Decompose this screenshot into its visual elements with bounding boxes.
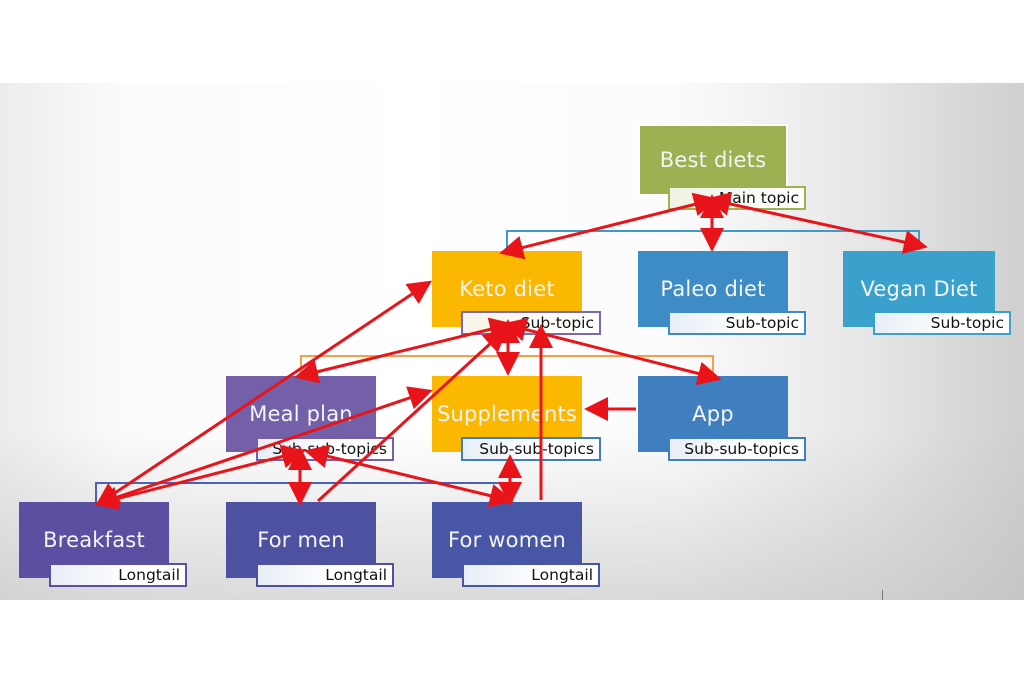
node-label: Keto diet — [459, 277, 555, 301]
node-tag: Sub-sub-topics — [461, 437, 601, 461]
node-label: Vegan Diet — [860, 277, 978, 301]
node-label: Supplements — [436, 402, 578, 426]
node-tag: Sub-sub-topics — [256, 437, 394, 461]
node-tag: Longtail — [256, 563, 394, 587]
connector-level3 — [95, 482, 509, 502]
node-tag: Longtail — [49, 563, 187, 587]
node-label: Breakfast — [43, 528, 145, 552]
node-tag: Sub-topic — [668, 311, 806, 335]
node-label: App — [692, 402, 734, 426]
node-tag: Sub-sub-topics — [668, 437, 806, 461]
node-tag: Longtail — [462, 563, 600, 587]
connector-level1 — [506, 230, 920, 250]
node-tag: Sub-topic — [461, 311, 601, 335]
node-label: For women — [448, 528, 566, 552]
connector-level2 — [300, 355, 714, 375]
slide-tick-mark — [882, 590, 883, 600]
node-box: Best diets — [638, 124, 788, 196]
node-label: Best diets — [659, 148, 767, 172]
node-label: Paleo diet — [660, 277, 766, 301]
node-label: For men — [257, 528, 345, 552]
node-tag: Main topic — [668, 186, 806, 210]
node-label: Meal plan — [249, 402, 353, 426]
node-tag: Sub-topic — [873, 311, 1011, 335]
